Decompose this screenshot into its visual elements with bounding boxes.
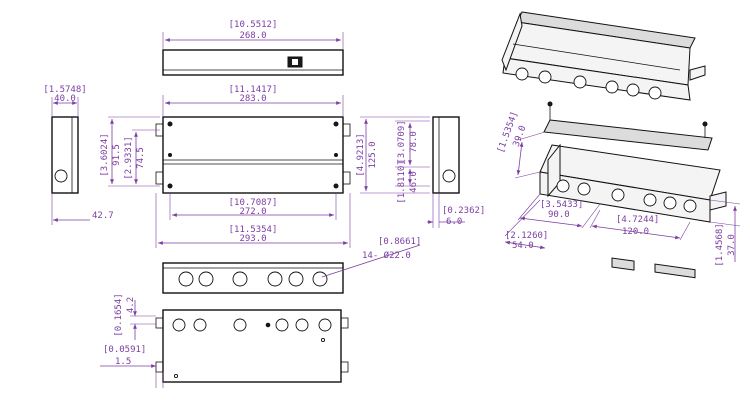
mid-width-inch: [10.7087] bbox=[229, 198, 278, 208]
hole-diameter-inch: [0.8661] bbox=[378, 237, 421, 247]
side-height-2-inch: [1.8110] bbox=[397, 160, 407, 203]
isometric-closed-box bbox=[501, 11, 706, 101]
iso-height-mm: 37.0 bbox=[727, 234, 737, 256]
bottom-width-mm: 293.0 bbox=[239, 234, 266, 244]
tab-width-inch: [0.0591] bbox=[103, 345, 146, 355]
height-2-inch: [2.9331] bbox=[124, 136, 134, 179]
mid-width-mm: 272.0 bbox=[239, 207, 266, 217]
tab-height-inch: [0.1654] bbox=[114, 293, 124, 336]
side-height-2-mm: 46.0 bbox=[409, 171, 419, 193]
front-view: [11.1417] 283.0 [3.6024] 91.5 [2.9331] 7… bbox=[100, 85, 351, 248]
lid-panel bbox=[543, 119, 713, 151]
right-height-inch: [4.9213] bbox=[356, 133, 366, 176]
left-width-inch: [1.5748] bbox=[43, 85, 86, 95]
bottom-width-inch: [11.5354] bbox=[229, 225, 278, 235]
front-inner-mm: 283.0 bbox=[239, 94, 266, 104]
height-1-mm: 91.5 bbox=[112, 144, 122, 166]
iso-dim-b-mm: 54.0 bbox=[512, 241, 534, 251]
isometric-exploded-box: [1.5354] 39.0 [3.5433] 90.0 [2.1260] 54.… bbox=[496, 101, 741, 279]
top-width-inch: [10.5512] bbox=[229, 20, 278, 30]
thickness-inch: [0.2362] bbox=[442, 206, 485, 216]
bottom-view-body bbox=[162, 309, 342, 383]
left-width-mm: 40.0 bbox=[54, 94, 76, 104]
height-1-inch: [3.6024] bbox=[100, 133, 110, 176]
height-2-mm: 74.5 bbox=[136, 147, 146, 169]
left-side-view: [1.5748] 40.0 42.7 bbox=[43, 85, 114, 225]
iso-dim-a-mm: 90.0 bbox=[548, 210, 570, 220]
top-view: [10.5512] 268.0 bbox=[162, 20, 344, 76]
iso-height-inch: [1.4568] bbox=[715, 223, 725, 266]
bottom-view: [0.1654] 4.2 [0.0591] 1.5 bbox=[100, 293, 349, 388]
side-height-1-inch: [3.0709] bbox=[397, 120, 407, 163]
tab-height-mm: 4.2 bbox=[126, 297, 136, 313]
right-side-view: [4.9213] 125.0 [3.0709] 78.0 [1.8110] 46… bbox=[356, 116, 485, 228]
tab-width-mm: 1.5 bbox=[115, 357, 131, 367]
iso-dim-c-mm: 120.0 bbox=[622, 227, 649, 237]
left-side-body bbox=[51, 116, 79, 194]
knockout-row-view: [0.8661] 14- Ø22.0 bbox=[162, 237, 421, 294]
front-inner-inch: [11.1417] bbox=[229, 85, 278, 95]
iso-dim-b-inch: [2.1260] bbox=[505, 231, 548, 241]
thickness-mm: 6.0 bbox=[446, 217, 462, 227]
side-height-1-mm: 78.0 bbox=[409, 131, 419, 153]
left-depth-mm: 42.7 bbox=[92, 211, 114, 221]
knockout-hole-icon bbox=[54, 169, 68, 183]
iso-dim-a-inch: [3.5433] bbox=[540, 200, 583, 210]
top-width-mm: 268.0 bbox=[239, 31, 266, 41]
front-view-body bbox=[162, 116, 344, 194]
hole-diameter-spec: 14- Ø22.0 bbox=[362, 250, 411, 261]
knockout-hole-icon bbox=[442, 169, 456, 183]
iso-dim-c-inch: [4.7244] bbox=[616, 215, 659, 225]
top-view-body bbox=[162, 49, 344, 76]
screw-icon bbox=[702, 121, 708, 127]
right-height-mm: 125.0 bbox=[368, 141, 378, 168]
screw-icon bbox=[547, 101, 553, 107]
